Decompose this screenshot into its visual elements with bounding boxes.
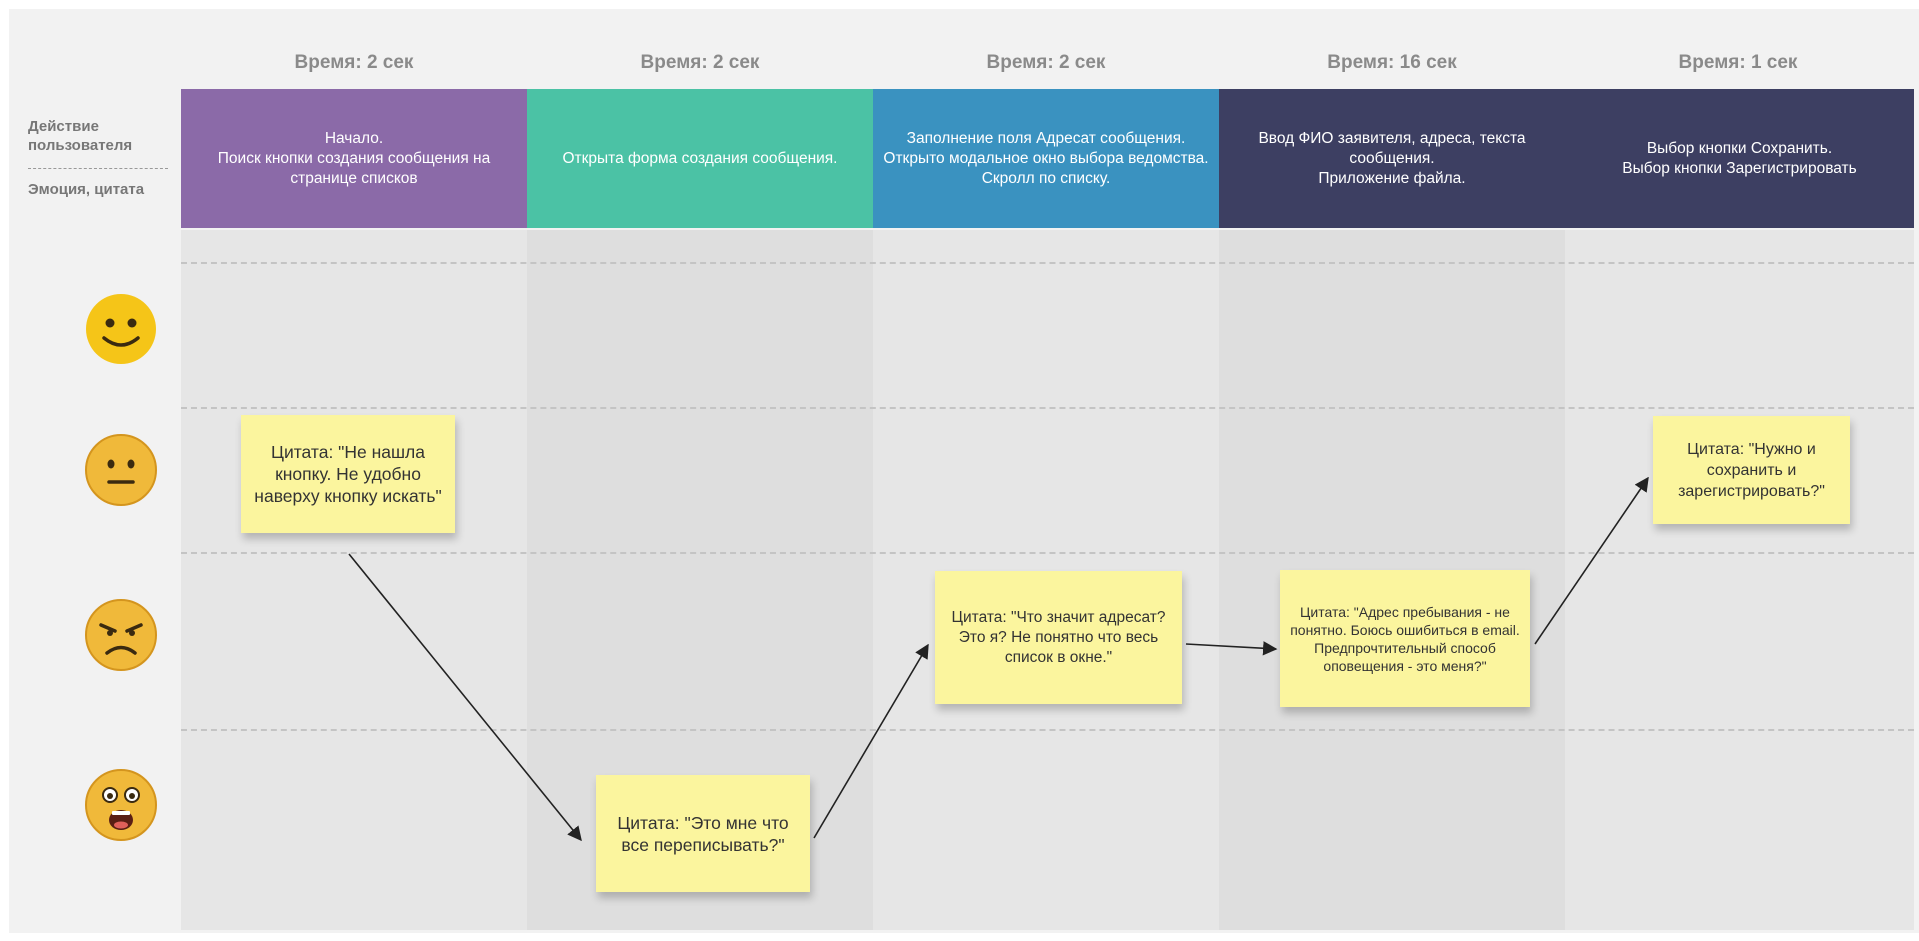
stage-time-4: Время: 16 сек bbox=[1327, 52, 1457, 73]
row-divider bbox=[181, 262, 1914, 264]
sad-emoji-icon bbox=[85, 599, 157, 671]
row-divider bbox=[181, 729, 1914, 731]
stage-time-3: Время: 2 сек bbox=[986, 52, 1106, 73]
row-divider bbox=[181, 552, 1914, 554]
stage-time-1: Время: 2 сек bbox=[294, 52, 414, 73]
row-label-divider bbox=[28, 168, 168, 169]
stage-action-1: Начало. Поиск кнопки создания сообщения … bbox=[181, 89, 527, 228]
quote-note-3: Цитата: "Что значит адресат? Это я? Не п… bbox=[935, 571, 1182, 704]
shocked-emoji-icon bbox=[85, 769, 157, 841]
stage-action-text: Открыта форма создания сообщения. bbox=[562, 149, 838, 167]
flow-arrow bbox=[1185, 641, 1278, 656]
stage-action-3: Заполнение поля Адресат сообщения. Откры… bbox=[873, 89, 1219, 228]
stage-action-text: Заполнение поля Адресат сообщения. Откры… bbox=[883, 129, 1209, 187]
stage-action-5: Выбор кнопки Сохранить. Выбор кнопки Зар… bbox=[1565, 89, 1914, 228]
stage-action-text: Выбор кнопки Сохранить. Выбор кнопки Зар… bbox=[1622, 139, 1857, 177]
row-divider bbox=[181, 407, 1914, 409]
quote-text: Цитата: "Адрес пребывания - не понятно. … bbox=[1290, 603, 1520, 674]
row-label-action: Действие пользователя bbox=[28, 118, 133, 154]
stage-action-2: Открыта форма создания сообщения. bbox=[527, 89, 873, 228]
happy-emoji-icon bbox=[86, 294, 156, 364]
row-label-emotion: Эмоция, цитата bbox=[28, 181, 145, 198]
stage-time-2: Время: 2 сек bbox=[640, 52, 760, 73]
quote-note-4: Цитата: "Адрес пребывания - не понятно. … bbox=[1280, 570, 1530, 707]
quote-note-5: Цитата: "Нужно и сохранить и зарегистрир… bbox=[1653, 416, 1850, 524]
flow-arrow bbox=[348, 553, 582, 842]
stage-action-text: Ввод ФИО заявителя, адреса, текста сообщ… bbox=[1258, 129, 1526, 187]
quote-text: Цитата: "Это мне что все переписывать?" bbox=[617, 812, 789, 855]
stage-column-1 bbox=[181, 230, 527, 930]
stage-action-4: Ввод ФИО заявителя, адреса, текста сообщ… bbox=[1219, 89, 1565, 228]
neutral-emoji-icon bbox=[85, 434, 157, 506]
quote-text: Цитата: "Нужно и сохранить и зарегистрир… bbox=[1678, 440, 1825, 500]
quote-text: Цитата: "Не нашла кнопку. Не удобно наве… bbox=[254, 442, 442, 506]
quote-note-1: Цитата: "Не нашла кнопку. Не удобно наве… bbox=[241, 415, 455, 533]
stage-action-text: Начало. Поиск кнопки создания сообщения … bbox=[217, 129, 491, 187]
stage-time-5: Время: 1 сек bbox=[1678, 52, 1798, 73]
flow-arrow bbox=[1534, 476, 1649, 645]
quote-text: Цитата: "Что значит адресат? Это я? Не п… bbox=[951, 608, 1166, 666]
stage-column-5 bbox=[1565, 230, 1914, 930]
flow-arrow bbox=[813, 643, 929, 839]
quote-note-2: Цитата: "Это мне что все переписывать?" bbox=[596, 775, 810, 892]
